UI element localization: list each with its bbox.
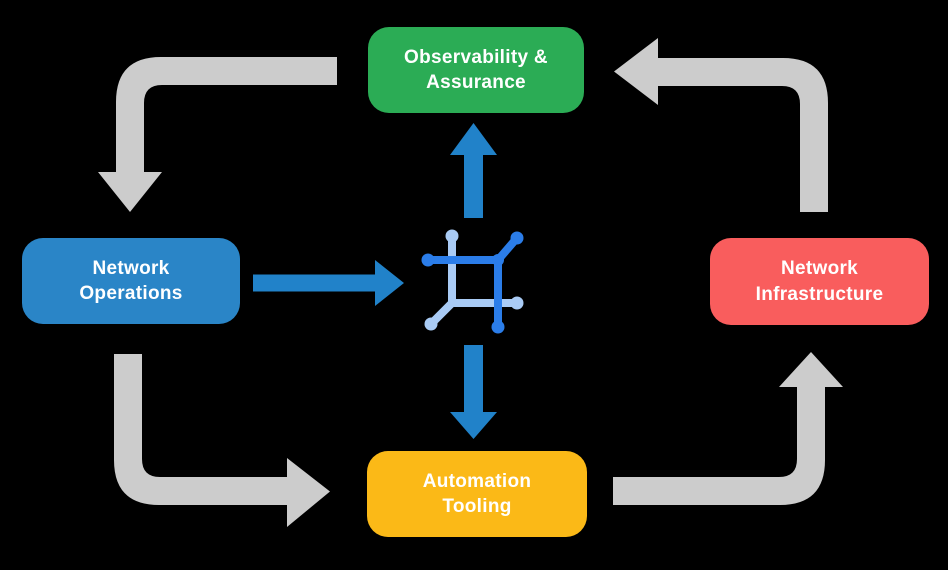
network-mesh-icon xyxy=(415,225,535,340)
arrow-netops-to-center xyxy=(253,260,404,306)
arrow-netops-to-automation xyxy=(114,354,330,527)
arrow-observability-to-netops xyxy=(98,57,337,212)
arrow-automation-to-infra xyxy=(613,352,843,505)
arrow-infra-to-observability xyxy=(614,38,828,212)
node-observability-label: Observability & Assurance xyxy=(404,46,548,93)
network-mesh-icon-svg xyxy=(421,229,524,334)
node-network-infrastructure: Network Infrastructure xyxy=(710,238,929,325)
node-network-operations-label: Network Operations xyxy=(79,257,183,304)
node-network-operations: Network Operations xyxy=(22,238,240,324)
node-automation-tooling-label: Automation Tooling xyxy=(422,470,532,517)
arrow-center-to-automation xyxy=(450,345,497,439)
arrow-center-to-observability xyxy=(450,123,497,218)
node-network-infrastructure-label: Network Infrastructure xyxy=(755,258,884,305)
node-observability-assurance: Observability & Assurance xyxy=(368,27,584,113)
node-automation-tooling: Automation Tooling xyxy=(367,451,587,537)
